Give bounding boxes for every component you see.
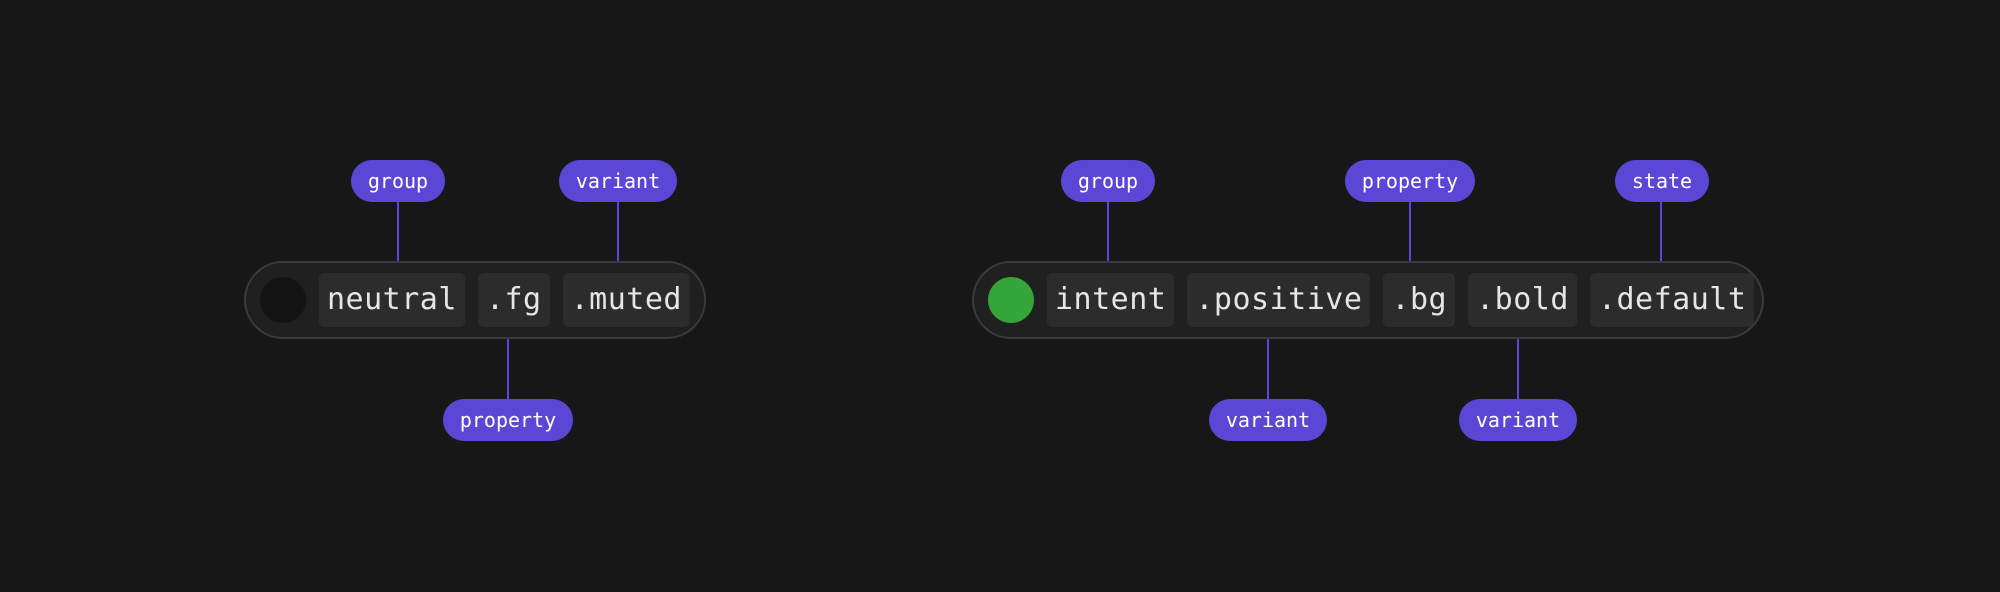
label-property: property	[443, 399, 573, 441]
segment-property: .bg	[1383, 273, 1456, 327]
label-property: property	[1345, 160, 1475, 202]
label-variant: variant	[1459, 399, 1577, 441]
connector-variant	[1517, 339, 1519, 400]
connector-property	[507, 339, 509, 400]
segment-group: intent	[1047, 273, 1175, 327]
connector-property	[1409, 201, 1411, 261]
segment-state: .default	[1589, 273, 1755, 327]
label-group: group	[1061, 160, 1155, 202]
color-swatch	[988, 277, 1034, 323]
connector-variant	[1267, 339, 1269, 400]
connector-variant	[617, 201, 619, 261]
token-intent-positive-bg-bold-default: intent .positive .bg .bold .default	[972, 261, 1764, 339]
connector-group	[1107, 201, 1109, 261]
segment-group: neutral	[319, 273, 465, 327]
label-state: state	[1615, 160, 1709, 202]
segment-variant: .positive	[1187, 273, 1371, 327]
segment-variant: .bold	[1468, 273, 1577, 327]
connector-state	[1660, 201, 1662, 261]
label-variant: variant	[559, 160, 677, 202]
label-group: group	[351, 160, 445, 202]
color-swatch	[260, 277, 306, 323]
segment-variant: .muted	[562, 273, 690, 327]
label-variant: variant	[1209, 399, 1327, 441]
connector-group	[397, 201, 399, 261]
token-neutral-fg-muted: neutral .fg .muted	[244, 261, 706, 339]
segment-property: .fg	[477, 273, 550, 327]
